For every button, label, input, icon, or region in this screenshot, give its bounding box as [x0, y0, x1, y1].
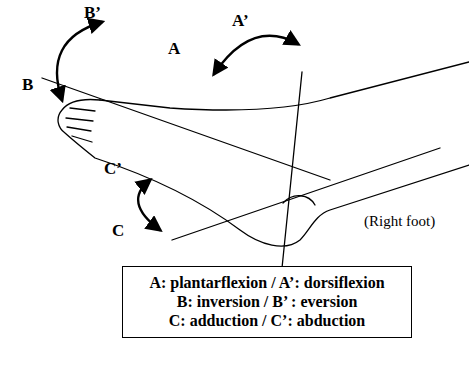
motion-letter: A’	[232, 12, 249, 29]
legend-line: B: inversion / B’ : eversion	[123, 292, 411, 311]
rotation-arrow	[138, 180, 160, 230]
motion-letter: C’	[104, 160, 122, 177]
legend-box: A: plantarflexion / A’: dorsiflexionB: i…	[122, 266, 412, 338]
motion-letter: B	[22, 76, 33, 93]
rotation-arrow	[57, 22, 102, 100]
foot-outline	[100, 62, 469, 110]
toe-lines	[66, 108, 95, 142]
foot-outline	[58, 99, 469, 246]
axis-line	[172, 148, 440, 240]
rotation-arrow	[214, 36, 298, 74]
legend-line: C: adduction / C’: abduction	[123, 311, 411, 330]
motion-letter: C	[112, 222, 124, 239]
axis-line	[282, 72, 302, 268]
motion-letter: A	[168, 40, 180, 57]
axis-line	[42, 78, 330, 180]
side-note: (Right foot)	[364, 214, 435, 229]
motion-letter: B’	[84, 4, 101, 21]
legend-line: A: plantarflexion / A’: dorsiflexion	[123, 273, 411, 292]
